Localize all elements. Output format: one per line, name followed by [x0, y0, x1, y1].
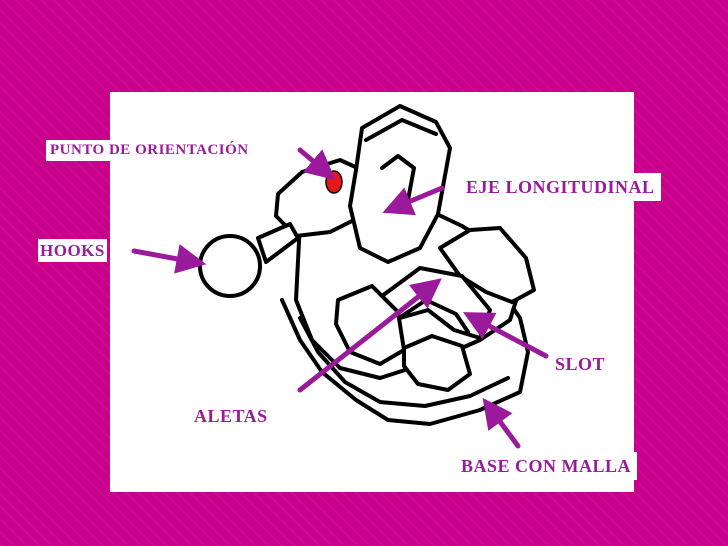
arrow-punto — [297, 147, 336, 181]
arrow-aletas — [297, 278, 442, 393]
orientation-dot — [325, 170, 343, 194]
label-base-con-malla: BASE CON MALLA — [455, 452, 638, 480]
arrow-slot — [462, 312, 549, 359]
bracket-tie-wing-edge — [364, 118, 438, 142]
hook-ball — [198, 234, 262, 298]
label-aletas: ALETAS — [192, 405, 270, 427]
bracket-lower-wing-left — [334, 284, 406, 366]
label-hooks: HOOKS — [38, 239, 107, 262]
bracket-tie-wing — [348, 104, 452, 264]
arrow-hooks — [131, 244, 207, 274]
label-punto-orientacion: PUNTO DE ORIENTACIÓN — [46, 140, 253, 161]
arrow-eje — [382, 185, 445, 216]
arrow-base — [482, 397, 521, 449]
label-slot: SLOT — [553, 352, 608, 376]
bracket-lower-wing-right — [402, 334, 472, 392]
label-eje-longitudinal: EJE LONGITUDINAL — [460, 173, 661, 201]
hook-arm — [256, 222, 300, 264]
pointer-arrows — [131, 147, 549, 449]
bracket-tie-wing-notch — [380, 154, 416, 202]
